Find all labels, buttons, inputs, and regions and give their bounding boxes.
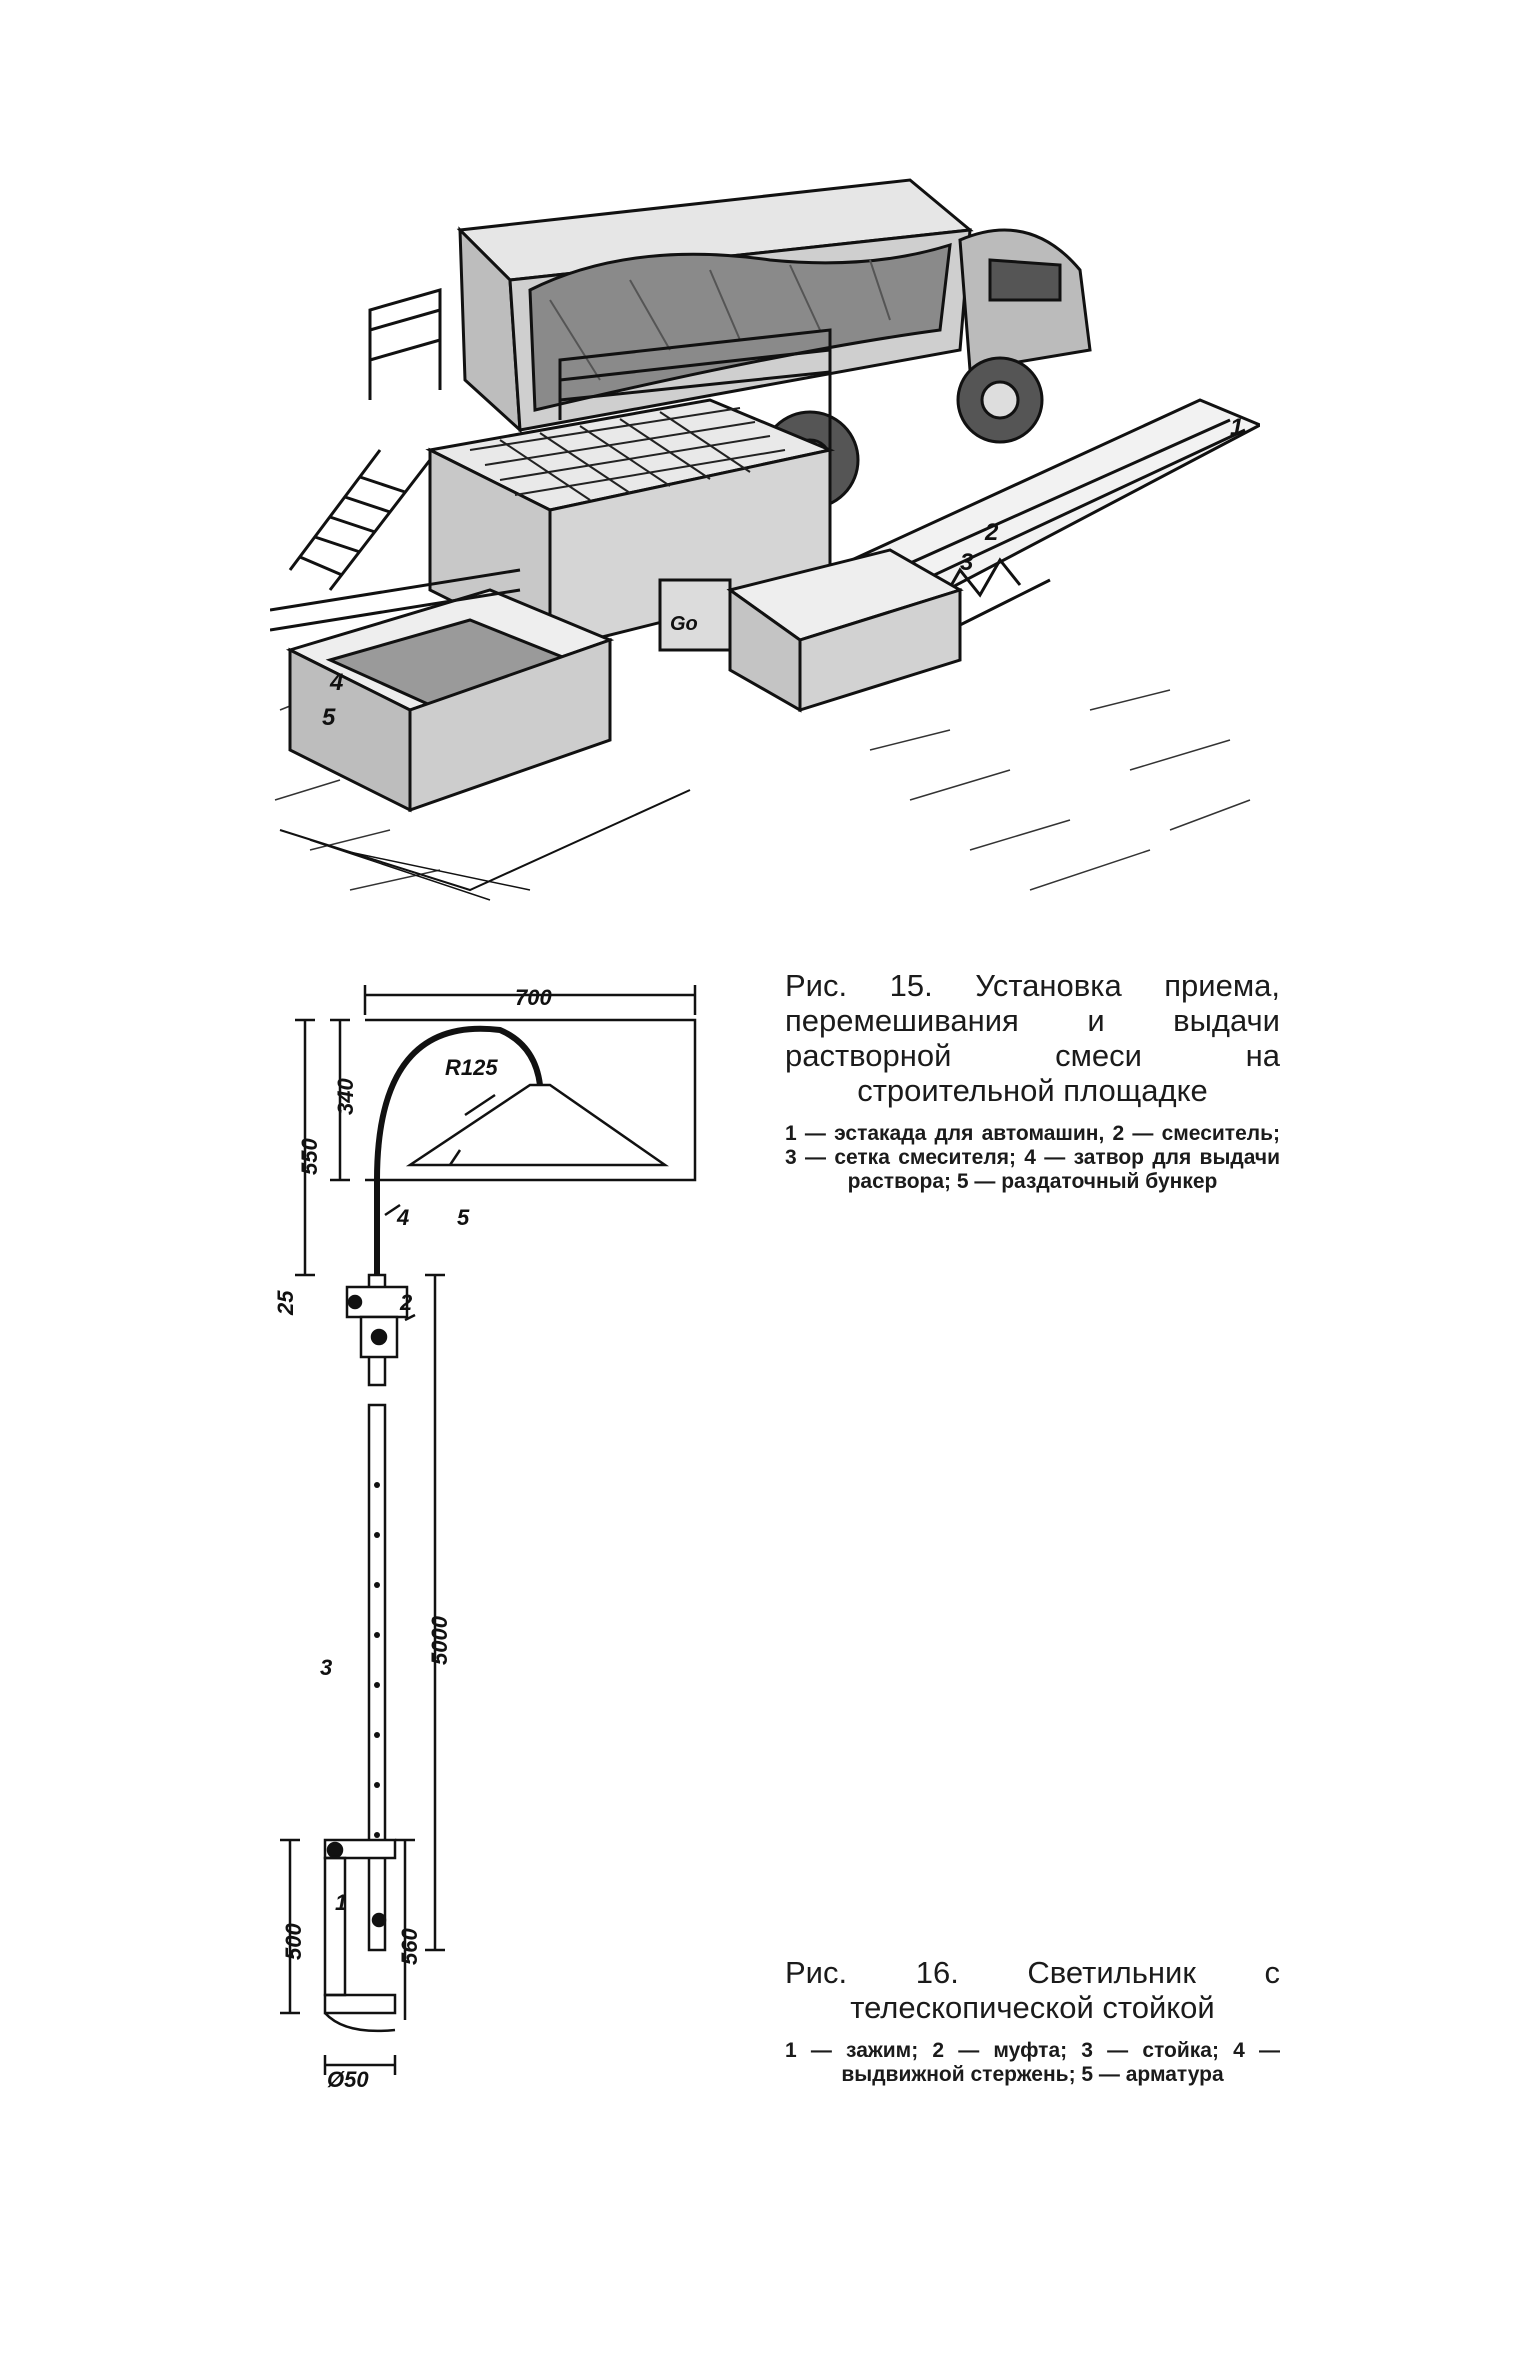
figure-16-legend: 1 — зажим; 2 — муфта; 3 — стойка; 4 — вы… xyxy=(785,2039,1280,2086)
marker-4: 4 xyxy=(329,669,343,696)
dim-line-550 xyxy=(295,1018,315,1277)
railing xyxy=(368,288,832,450)
lamp-shade xyxy=(405,1083,669,1167)
dim-500: 500 xyxy=(281,1923,306,1960)
marker-3: 3 xyxy=(320,1655,332,1680)
dim-d50: Ø50 xyxy=(327,2067,369,2092)
dim-5000: 5000 xyxy=(427,1615,452,1665)
figure-15-title: Рис. 15. Установка приема, перемешивания… xyxy=(785,968,1280,1108)
lamp-arc xyxy=(374,1025,543,1275)
mixer-grid xyxy=(469,407,786,501)
marker-3: 3 xyxy=(960,549,974,576)
marker-1: 1 xyxy=(1230,414,1243,441)
figure-15-markers: 1 2 3 4 5 xyxy=(322,414,1243,731)
dispensing-hopper xyxy=(270,568,691,901)
figure-16-drawing: 700 R125 340 550 25 5000 560 500 Ø50 1 2… xyxy=(273,985,697,2092)
dim-550: 550 xyxy=(297,1138,322,1175)
marker-4: 4 xyxy=(396,1205,409,1230)
dim-700: 700 xyxy=(515,985,552,1010)
clamp-top xyxy=(323,1838,397,1860)
marker-5: 5 xyxy=(322,704,336,731)
marker-1: 1 xyxy=(335,1890,347,1915)
figure-16-caption: Рис. 16. Светильник с телескопической ст… xyxy=(785,1955,1280,2087)
figure-15-legend: 1 — эстакада для автомашин, 2 — смесител… xyxy=(785,1122,1280,1193)
dim-line-d50 xyxy=(323,2055,397,2075)
ladder xyxy=(288,449,432,591)
figure-15-caption: Рис. 15. Установка приема, перемешивания… xyxy=(785,968,1280,1194)
dim-line-340 xyxy=(330,1018,350,1182)
marker-2: 2 xyxy=(399,1290,413,1315)
dump-truck xyxy=(456,178,1092,510)
dim-line-5000 xyxy=(425,1273,445,1952)
dim-line-560 xyxy=(395,1838,415,2020)
truck-badge: Gо xyxy=(670,613,698,635)
dim-radius: R125 xyxy=(445,1055,498,1080)
marker-2: 2 xyxy=(984,519,999,546)
figure-16-title: Рис. 16. Светильник с телескопической ст… xyxy=(785,1955,1280,2025)
marker-5: 5 xyxy=(457,1205,470,1230)
clamp-bottom xyxy=(323,1993,397,2015)
dim-line-500 xyxy=(280,1838,300,2015)
dim-340: 340 xyxy=(333,1078,358,1115)
post xyxy=(367,1403,387,1952)
dim-25: 25 xyxy=(273,1290,298,1316)
figure-15-illustration: Gо 1 2 3 4 5 xyxy=(270,178,1260,901)
dim-560: 560 xyxy=(397,1928,422,1965)
